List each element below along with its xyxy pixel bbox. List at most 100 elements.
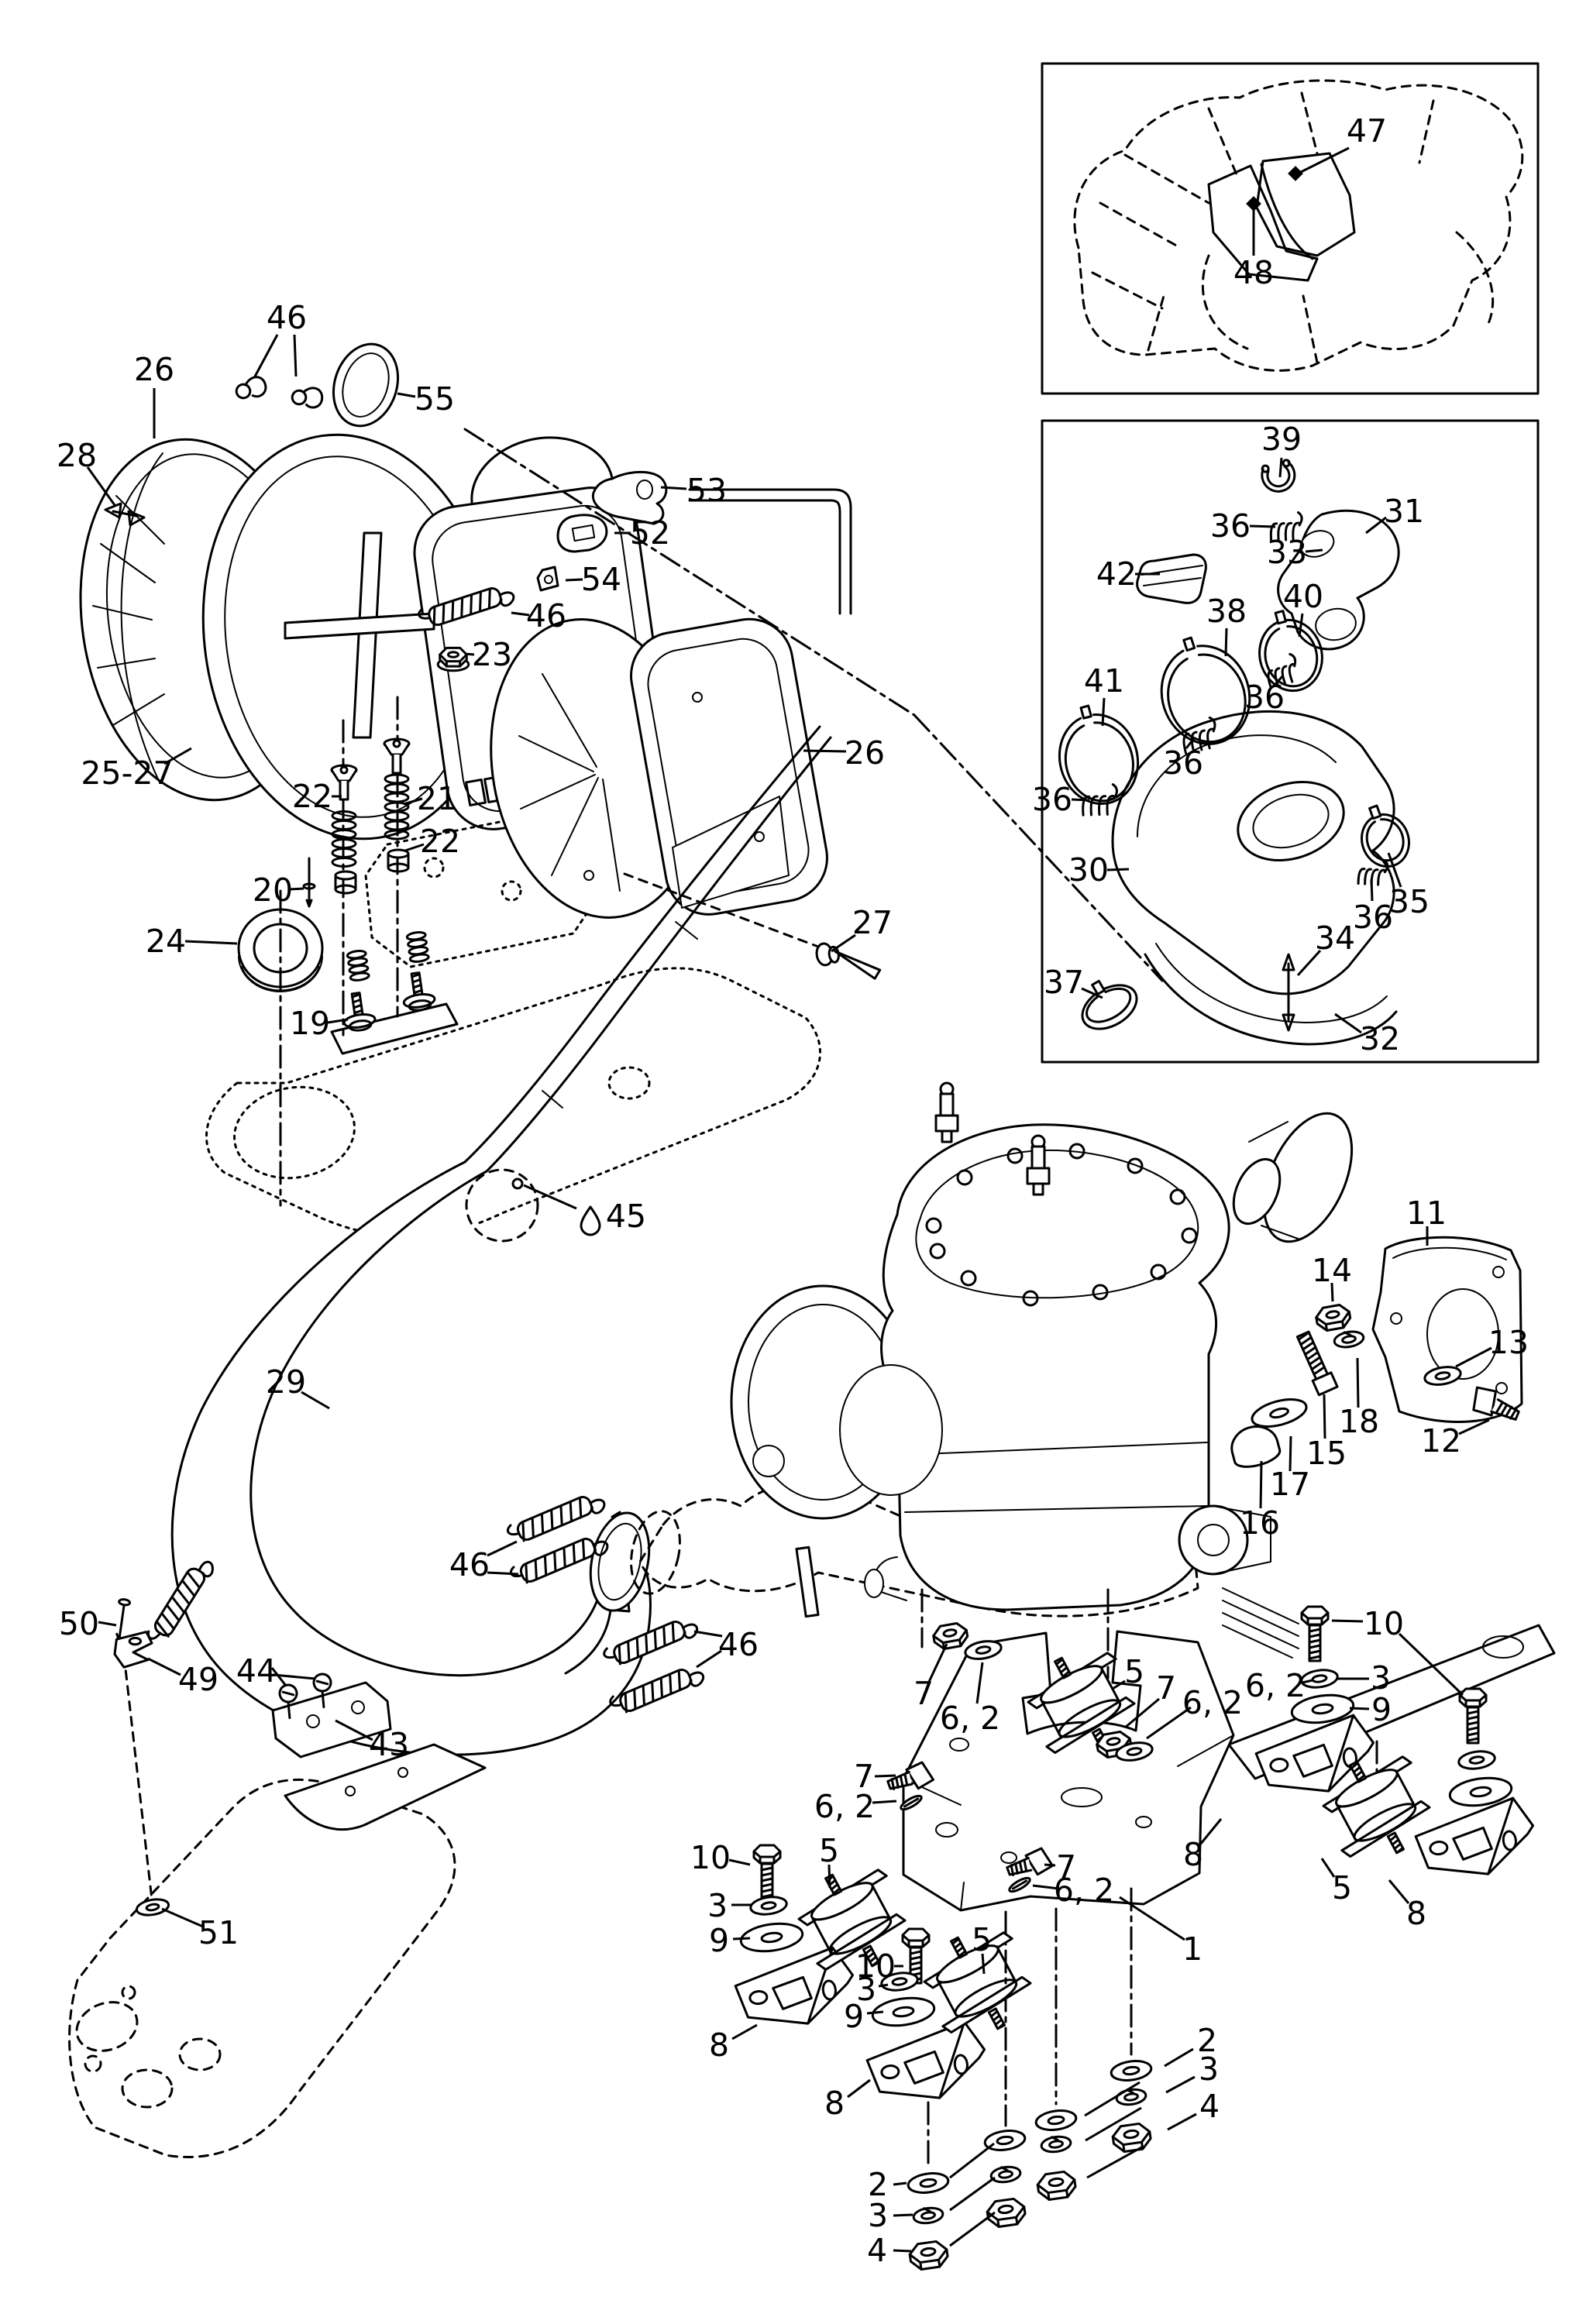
callout-36: 36 [1163, 744, 1203, 782]
leader-line [403, 797, 423, 806]
center-line [913, 713, 1164, 982]
hw-nut [908, 2240, 949, 2271]
callout-15: 15 [1306, 1435, 1347, 1472]
callout-14: 14 [1312, 1252, 1352, 1289]
hw-vspring [384, 773, 410, 841]
leader-line [1106, 868, 1130, 871]
hw-cap [1230, 1425, 1282, 1468]
hw-vspring [346, 950, 370, 982]
callout-18: 18 [1339, 1403, 1379, 1440]
leader-line [831, 933, 856, 953]
leader-line [464, 652, 475, 656]
leader-line [1370, 878, 1374, 902]
hw-studw [402, 971, 436, 1012]
callout-53: 53 [686, 472, 727, 509]
callout-12: 12 [1421, 1422, 1461, 1459]
hw-washer [1300, 1669, 1339, 1689]
hw-sbolt [886, 1761, 935, 1791]
leader-line [301, 1391, 330, 1410]
hw-nut [1315, 1303, 1352, 1332]
callout-42: 42 [1096, 555, 1137, 593]
hw-bolt [752, 1844, 782, 1901]
callout-5: 5 [819, 1832, 839, 1869]
callout-47: 47 [1347, 112, 1387, 150]
leader-line [1272, 676, 1284, 687]
hw-clamp [1058, 704, 1140, 805]
hw-lock [1115, 2088, 1147, 2106]
tuned-pipe [170, 725, 832, 1756]
callout-33: 33 [1267, 534, 1307, 571]
output-flange [1178, 1504, 1249, 1576]
leader-line [1164, 2047, 1194, 2068]
leader-line [293, 334, 298, 377]
leader-line [981, 1953, 986, 1975]
callout-28: 28 [57, 437, 97, 474]
callout-17: 17 [1270, 1466, 1310, 1503]
leader-line [1146, 1706, 1192, 1740]
hw-washer [135, 1898, 170, 1917]
leader-line [487, 1571, 519, 1576]
callout-62: 6, 2 [1245, 1667, 1306, 1704]
hw-washerBig [871, 1996, 936, 2027]
callout-36: 36 [1032, 781, 1072, 818]
hw-lock [989, 2165, 1022, 2184]
hw-panscrew [278, 1683, 298, 1720]
callout-2: 2 [1197, 2022, 1217, 2059]
hw-spring [418, 587, 515, 627]
panel-marker [1288, 166, 1303, 181]
leader-line [827, 1864, 831, 1889]
callout-2: 2 [868, 2166, 888, 2203]
callout-62: 6, 2 [940, 1700, 1000, 1737]
hw-rubber [1027, 1652, 1136, 1754]
callout-7: 7 [1156, 1669, 1176, 1707]
callout-10: 10 [1364, 1605, 1404, 1642]
hw-nut [1111, 2122, 1152, 2153]
hw-washerBig [1448, 1776, 1513, 1807]
leader-line [184, 940, 238, 945]
leader-line [1289, 1435, 1292, 1472]
callout-8: 8 [1406, 1895, 1426, 1932]
hw-latch [235, 376, 267, 400]
hw-bush [387, 848, 410, 873]
hw-nut [1036, 2170, 1077, 2201]
leader-line [893, 2213, 913, 2217]
hw-needle [302, 865, 316, 908]
hw-brk [1414, 1796, 1535, 1875]
callout-21: 21 [417, 780, 457, 817]
clearance-arrow-34 [1282, 953, 1295, 1032]
callout-23: 23 [472, 636, 512, 673]
hw-spring [603, 1621, 699, 1666]
leader-line [397, 392, 416, 398]
frame-member [68, 1681, 487, 2158]
hw-studw [342, 992, 377, 1032]
exhaust-manifold [630, 1481, 1199, 1618]
callout-50: 50 [59, 1605, 99, 1642]
hw-slug [900, 1794, 923, 1811]
callout-30: 30 [1068, 851, 1109, 889]
leader-line [1185, 737, 1196, 749]
leader-line [1356, 1357, 1360, 1408]
callout-26: 26 [845, 734, 885, 772]
callout-8: 8 [1183, 1836, 1203, 1873]
callout-38: 38 [1206, 593, 1247, 630]
hw-panscrew [312, 1673, 332, 1709]
callout-36: 36 [1244, 679, 1285, 716]
callout-5: 5 [1332, 1869, 1352, 1906]
pad-42 [1136, 553, 1207, 604]
callout-41: 41 [1084, 662, 1124, 700]
leader-line [1112, 1679, 1126, 1690]
leader-line [565, 578, 583, 582]
hw-rubber [797, 1868, 907, 1971]
leader-line [1249, 524, 1276, 528]
hw-bolt [901, 1927, 931, 1985]
callout-46: 46 [449, 1546, 490, 1583]
callout-3: 3 [1199, 2051, 1219, 2088]
leader-line [1081, 987, 1103, 999]
dash-line [122, 1654, 153, 1901]
callout-7: 7 [854, 1758, 874, 1795]
hw-csk [383, 737, 411, 775]
hw-sbolt [1006, 1847, 1055, 1877]
callout-24: 24 [146, 923, 186, 960]
hw-bush [334, 870, 357, 895]
